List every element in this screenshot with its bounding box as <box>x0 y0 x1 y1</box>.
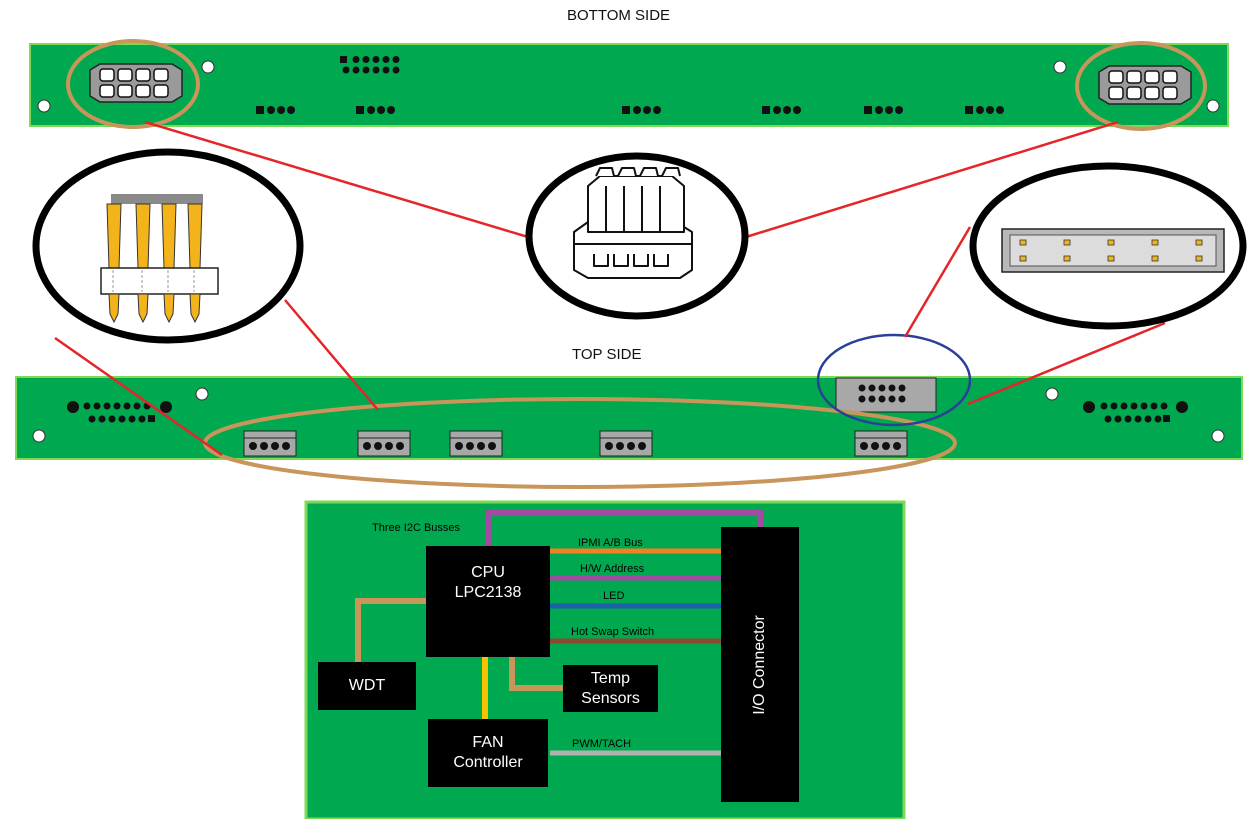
top-io-header <box>835 377 937 413</box>
bus-label-led: LED <box>603 590 625 602</box>
sensors-label: Sensors <box>581 689 640 707</box>
io-connector-label: I/O Connector <box>751 614 769 715</box>
fan-controller-block: FAN Controller <box>428 719 548 787</box>
bottom-power-connector-left <box>89 63 183 103</box>
cpu-block: CPU LPC2138 <box>426 546 550 657</box>
bottom-power-connector-right <box>1098 65 1192 105</box>
bus-label-pwm: PWM/TACH <box>572 738 632 750</box>
callout-ring-io-header <box>816 333 972 427</box>
cpu-model-label: LPC2138 <box>454 583 522 601</box>
top-dot-cluster-left <box>67 401 172 423</box>
bottom-side-label: BOTTOM SIDE <box>567 7 671 24</box>
temp-sensors-block: Temp Sensors <box>563 665 658 712</box>
fan-label: FAN <box>472 734 504 751</box>
callout-lines <box>54 120 1166 457</box>
block-diagram-board <box>304 500 906 819</box>
bus-label-hw-address: H/W Address <box>580 563 645 575</box>
wdt-label: WDT <box>348 677 386 694</box>
cpu-label: CPU <box>471 563 505 581</box>
zoom-power-connector <box>525 152 749 320</box>
zoom-right-angle-header <box>32 148 304 344</box>
bottom-4pin-footprints <box>256 106 1004 114</box>
top-4pin-headers <box>243 430 908 457</box>
i2c-label: Three I2C Busses <box>372 522 461 534</box>
bus-label-ipmi: IPMI A/B Bus <box>578 537 643 549</box>
top-pcb <box>15 333 1243 489</box>
zoom-io-header <box>969 162 1247 330</box>
callout-ring-left <box>66 39 200 129</box>
top-side-label: TOP SIDE <box>572 346 642 363</box>
bottom-dot-cluster <box>340 56 400 74</box>
wdt-block: WDT <box>318 662 416 710</box>
bottom-pcb <box>29 39 1229 131</box>
io-connector-block: I/O Connector <box>721 527 799 802</box>
temp-label: Temp <box>590 669 631 687</box>
controller-label: Controller <box>453 754 523 771</box>
bus-label-hot-swap: Hot Swap Switch <box>571 626 655 638</box>
top-dot-cluster-right <box>1083 401 1188 423</box>
callout-ring-right <box>1075 41 1207 131</box>
